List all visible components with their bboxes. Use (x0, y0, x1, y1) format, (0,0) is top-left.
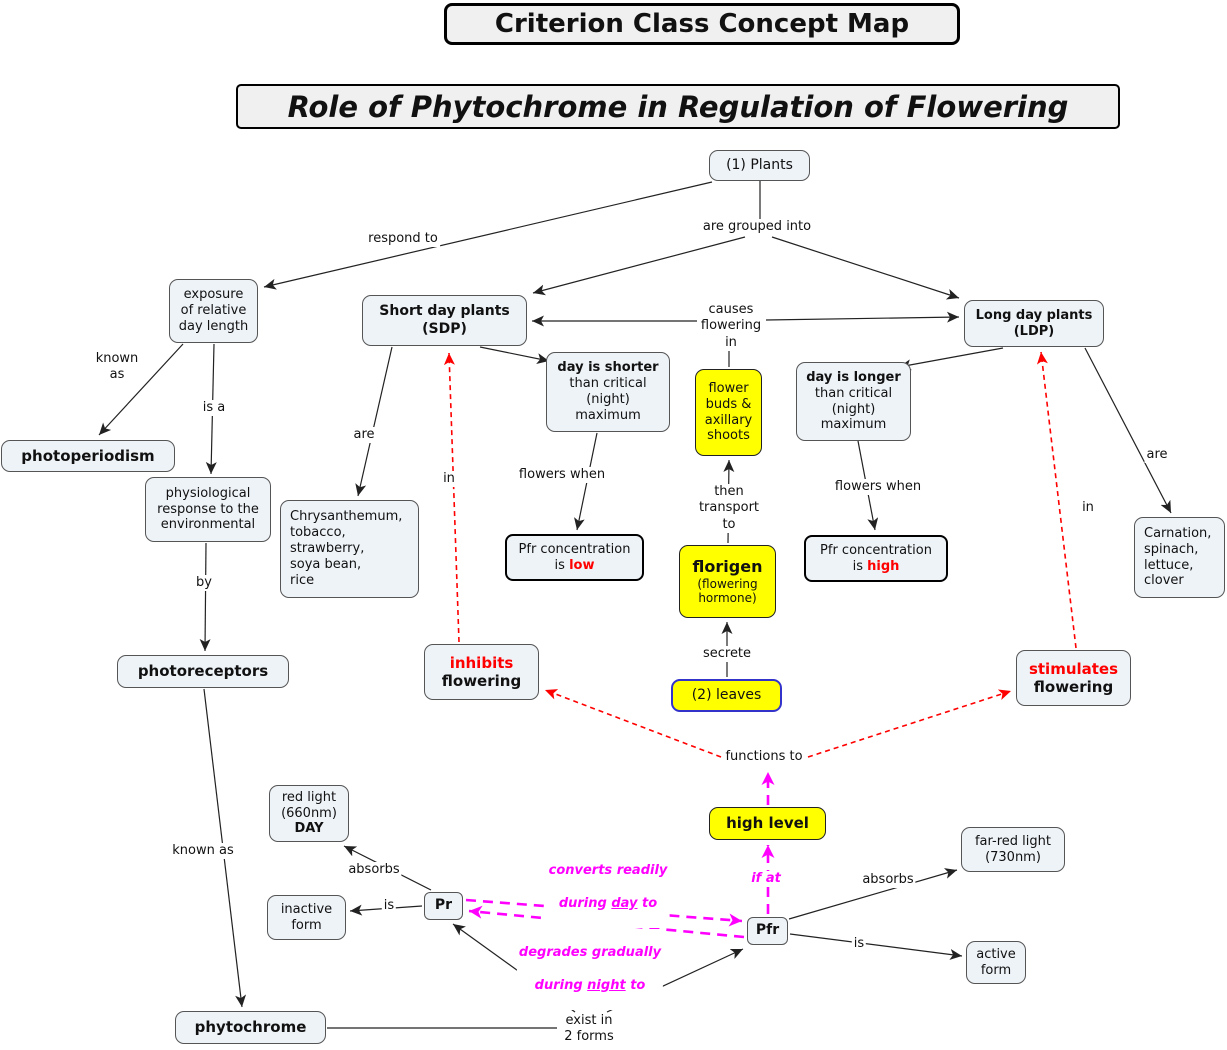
node-red-light: red light (660nm) DAY (269, 785, 349, 842)
edge-label-are-right: are (1144, 447, 1170, 464)
node-flower-buds: flower buds & axillary shoots (695, 369, 762, 456)
node-exposure: exposure of relative day length (169, 279, 258, 343)
edge-pfr-farred (788, 868, 958, 920)
edge-label-absorbs-right: absorbs (860, 872, 916, 889)
edge-label-are-left: are (351, 427, 377, 444)
edge-label-known-as-1: known as (93, 351, 141, 384)
edge-label-is-a: is a (200, 400, 228, 417)
stimulates-flowering-word: flowering (1033, 678, 1114, 696)
node-inactive-form: inactive form (267, 895, 346, 940)
florigen-subtext: (flowering hormone) (697, 576, 758, 606)
edge-label-absorbs-left: absorbs (346, 862, 402, 879)
node-ldp-examples: Carnation, spinach, lettuce, clover (1134, 517, 1225, 598)
edge-label-secrete: secrete (700, 646, 754, 663)
converts-line1: converts readily (548, 863, 668, 879)
edge-sdp-dayshorter (479, 346, 550, 365)
edge-grouped-sdp (532, 236, 746, 296)
converts-suffix: to (637, 895, 658, 911)
pfr-high-line1: Pfr concentration (820, 542, 932, 558)
edge-label-converts: converts readily during day to (546, 847, 670, 929)
pfr-high-value: high (867, 558, 900, 574)
edge-pfr-active (789, 933, 963, 960)
node-photoreceptors: photoreceptors (117, 655, 289, 688)
inhibits-flowering-word: flowering (441, 672, 522, 690)
stimulates-word: stimulates (1028, 659, 1119, 678)
edge-respond-exposure (263, 181, 713, 290)
pfr-low-prefix: is (554, 557, 570, 573)
edge-functions-inhibits (544, 689, 722, 758)
node-short-day-plants: Short day plants (SDP) (362, 295, 527, 346)
edge-label-in-right: in (1080, 500, 1096, 517)
edge-ldp-carnation (1084, 347, 1172, 514)
edge-sdp-examples (355, 346, 393, 497)
edge-ldp-daylonger (898, 347, 1004, 371)
edge-label-known-as-2: known as (170, 843, 236, 860)
edge-label-in-left: in (441, 471, 457, 488)
pfr-low-value: low (569, 557, 595, 573)
edge-physiological-photoreceptors (199, 542, 211, 652)
node-active-form: active form (966, 941, 1026, 984)
node-pfr: Pfr (747, 917, 788, 945)
node-far-red-light: far-red light (730nm) (961, 827, 1065, 872)
red-light-text: red light (660nm) (281, 789, 337, 821)
pfr-high-prefix: is (852, 558, 868, 574)
node-physiological-response: physiological response to the environmen… (145, 477, 271, 542)
degrades-prefix: during (534, 977, 588, 993)
edge-label-is-left: is (381, 898, 397, 915)
node-day-longer: day is longer than critical (night) maxi… (796, 362, 911, 441)
edge-label-causes-flowering-in: causes flowering in (698, 302, 764, 351)
edge-label-is-right: is (851, 936, 867, 953)
edge-grouped-ldp (771, 236, 960, 300)
edge-label-functions-to: functions to (723, 749, 805, 766)
edge-functions-stimulates (807, 689, 1012, 758)
degrades-suffix: to (625, 977, 646, 993)
florigen-name: florigen (692, 557, 763, 577)
node-pfr-high: Pfr concentration is high (804, 535, 948, 582)
edge-label-then-transport-to: then transport to (696, 484, 762, 533)
red-light-day: DAY (294, 821, 324, 837)
page-subtitle: Role of Phytochrome in Regulation of Flo… (236, 84, 1120, 129)
degrades-night-word: night (587, 977, 626, 993)
node-high-level: high level (709, 807, 826, 840)
pfr-low-line1: Pfr concentration (518, 541, 631, 557)
edge-label-exist-in: exist in 2 forms (562, 1013, 616, 1046)
edge-label-flowers-when-left: flowers when (516, 467, 608, 484)
node-florigen: florigen (flowering hormone) (679, 545, 776, 618)
edge-label-if-at: if at (749, 871, 783, 888)
edge-stimulates-ldp (1036, 351, 1077, 649)
inhibits-word: inhibits (449, 653, 514, 672)
node-phytochrome: phytochrome (175, 1011, 326, 1044)
node-long-day-plants: Long day plants (LDP) (964, 300, 1104, 347)
edge-label-respond-to: respond to (366, 231, 440, 248)
edge-exposure-photoperiodism (98, 343, 184, 436)
edge-label-flowers-when-right: flowers when (832, 479, 924, 496)
day-shorter-bold-text: day is shorter (557, 360, 659, 376)
node-sdp-examples: Chrysanthemum, tobacco, strawberry, soya… (280, 500, 419, 598)
page-title: Criterion Class Concept Map (444, 3, 960, 45)
edge-causes-ldp (765, 311, 960, 323)
node-pfr-low: Pfr concentration is low (505, 534, 644, 581)
edge-inhibits-sdp (443, 352, 460, 643)
degrades-line1: degrades gradually (518, 945, 662, 961)
node-leaves: (2) leaves (671, 679, 782, 712)
converts-day-word: day (611, 895, 638, 911)
node-inhibits-flowering: inhibits flowering (424, 644, 539, 700)
day-longer-bold-text: day is longer (806, 369, 901, 385)
day-longer-rest-text: than critical (night) maximum (814, 385, 893, 433)
edge-label-are-grouped-into: are grouped into (700, 219, 814, 236)
edge-label-degrades: degrades gradually during night to (516, 929, 664, 1011)
node-pr: Pr (424, 892, 463, 920)
node-day-shorter: day is shorter than critical (night) max… (546, 352, 670, 432)
edge-label-by: by (194, 575, 214, 592)
node-plants: (1) Plants (709, 150, 810, 181)
node-stimulates-flowering: stimulates flowering (1016, 650, 1131, 706)
day-shorter-rest-text: than critical (night) maximum (569, 376, 647, 423)
converts-prefix: during (558, 895, 612, 911)
node-photoperiodism: photoperiodism (1, 440, 175, 472)
